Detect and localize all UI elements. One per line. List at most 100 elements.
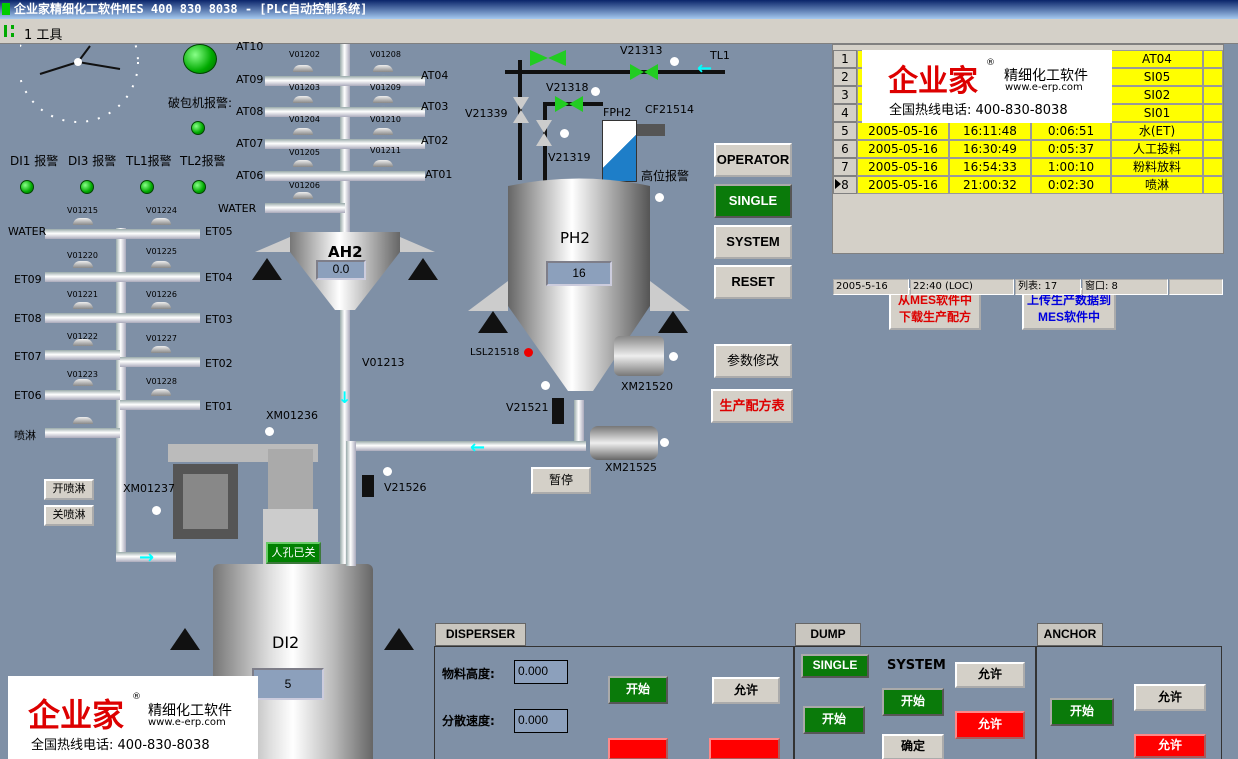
- system-button[interactable]: SYSTEM: [714, 225, 792, 259]
- label-et09: ET09: [14, 273, 42, 286]
- disperser-stop-button[interactable]: [608, 738, 668, 759]
- disperser-allow-button[interactable]: 允许: [712, 677, 780, 704]
- dump-allow-button[interactable]: 允许: [955, 662, 1025, 688]
- valve-v01223[interactable]: [70, 379, 96, 393]
- valve-v01227[interactable]: [148, 346, 174, 360]
- cell-material: 水(ET): [1111, 122, 1203, 140]
- status-dot: [383, 467, 392, 476]
- v21318-label: V21318: [546, 81, 589, 94]
- cell-material: SI01: [1111, 104, 1203, 122]
- valve-v01226[interactable]: [148, 302, 174, 316]
- ph2-feed-line-h: [505, 70, 725, 74]
- valve-v01215[interactable]: [70, 218, 96, 232]
- single-button[interactable]: SINGLE: [714, 184, 792, 218]
- manhole-status: 人孔已关: [266, 542, 321, 564]
- valve-label: V01205: [289, 148, 320, 157]
- valve-v21313-icon[interactable]: [628, 62, 660, 82]
- open-spray-button[interactable]: 开喷淋: [44, 479, 94, 500]
- valve-v21526-actuator[interactable]: [362, 475, 374, 497]
- status-blank: [1169, 279, 1223, 295]
- valve-label: V01209: [370, 83, 401, 92]
- operator-button[interactable]: OPERATOR: [714, 143, 792, 177]
- recipe-table-button[interactable]: 生产配方表: [711, 389, 793, 423]
- valve-v01209[interactable]: [370, 96, 396, 110]
- valve-label: V01203: [289, 83, 320, 92]
- valve-v01228[interactable]: [148, 389, 174, 403]
- crusher-alarm-led: [191, 121, 205, 135]
- valve-label: V01224: [146, 206, 177, 215]
- menu-bar: 1 工具: [0, 19, 1238, 44]
- valve-label: V01210: [370, 115, 401, 124]
- valve-v21319-icon[interactable]: [534, 118, 554, 148]
- valve-v01225[interactable]: [148, 261, 174, 275]
- valve-green-icon[interactable]: [528, 48, 568, 68]
- pause-button[interactable]: 暂停: [531, 467, 591, 494]
- di1-alarm-label: DI1 报警: [10, 154, 59, 168]
- valve-v01222[interactable]: [70, 339, 96, 353]
- label-et04: ET04: [205, 271, 233, 284]
- brand-url: www.e-erp.com: [1005, 82, 1083, 93]
- cell-extra: [1203, 140, 1223, 158]
- anchor-allow-button[interactable]: 允许: [1134, 684, 1206, 711]
- cell-duration: 0:05:37: [1031, 140, 1111, 158]
- valve-v01205[interactable]: [290, 160, 316, 174]
- height-input[interactable]: 0.000: [514, 660, 568, 684]
- disperser-start-button[interactable]: 开始: [608, 676, 668, 704]
- valve-v21521-actuator[interactable]: [552, 398, 564, 424]
- valve-v01204[interactable]: [290, 128, 316, 142]
- ph2-support-right: [658, 311, 688, 333]
- cell-duration: 0:06:51: [1031, 122, 1111, 140]
- download-recipe-button[interactable]: 从MES软件中下载生产配方: [889, 288, 981, 330]
- anchor-allow-red-button[interactable]: 允许: [1134, 734, 1206, 758]
- reset-button[interactable]: RESET: [714, 265, 792, 299]
- valve-v01211[interactable]: [370, 160, 396, 174]
- cell-material: 人工投料: [1111, 140, 1203, 158]
- cell-duration: 1:00:10: [1031, 158, 1111, 176]
- anchor-start-button[interactable]: 开始: [1050, 698, 1114, 726]
- left-branch-spray: [45, 428, 120, 438]
- di2-feed-pipe: [346, 441, 356, 566]
- close-spray-button[interactable]: 关喷淋: [44, 505, 94, 526]
- ah2-valve-label: V01213: [362, 356, 405, 369]
- disperser-deny-button[interactable]: [709, 738, 780, 759]
- upload-data-button[interactable]: 上传生产数据到MES软件中: [1022, 288, 1116, 330]
- valve-v21339-icon[interactable]: [511, 95, 531, 125]
- params-button[interactable]: 参数修改: [714, 344, 792, 378]
- crusher-alarm-led-big: [183, 44, 217, 74]
- cell-date: 2005-05-16: [857, 140, 949, 158]
- valve-spray[interactable]: [70, 417, 96, 431]
- menu-tools[interactable]: 1 工具: [24, 28, 63, 43]
- cell-extra: [1203, 50, 1223, 68]
- valve-v21318-icon[interactable]: [553, 94, 585, 114]
- dump-start-button[interactable]: 开始: [803, 706, 865, 734]
- dump-confirm-button[interactable]: 确定: [882, 734, 944, 759]
- cell-extra: [1203, 86, 1223, 104]
- dump-allow-red-button[interactable]: 允许: [955, 711, 1025, 739]
- di1-alarm-led: [20, 180, 34, 194]
- row-number: 2: [833, 68, 857, 86]
- valve-v01203[interactable]: [290, 96, 316, 110]
- ph2-outlet-pipe: [574, 400, 584, 450]
- ah2-support-left: [252, 258, 282, 280]
- tl1-alarm-label: TL1报警: [126, 154, 172, 168]
- valve-v01221[interactable]: [70, 302, 96, 316]
- valve-v01210[interactable]: [370, 128, 396, 142]
- di3-alarm-led: [80, 180, 94, 194]
- cell-extra: [1203, 122, 1223, 140]
- valve-v01206[interactable]: [290, 192, 316, 206]
- valve-v01202[interactable]: [290, 65, 316, 79]
- row-number: 1: [833, 50, 857, 68]
- valve-v01208[interactable]: [370, 65, 396, 79]
- valve-label: V01204: [289, 115, 320, 124]
- valve-v01220[interactable]: [70, 261, 96, 275]
- dump-system-start-button[interactable]: 开始: [882, 688, 944, 716]
- speed-input[interactable]: 0.000: [514, 709, 568, 733]
- ph2-to-di2-pipe: [346, 441, 586, 451]
- valve-v01224[interactable]: [148, 218, 174, 232]
- dump-single-button[interactable]: SINGLE: [801, 654, 869, 678]
- tl2-alarm-led: [192, 180, 206, 194]
